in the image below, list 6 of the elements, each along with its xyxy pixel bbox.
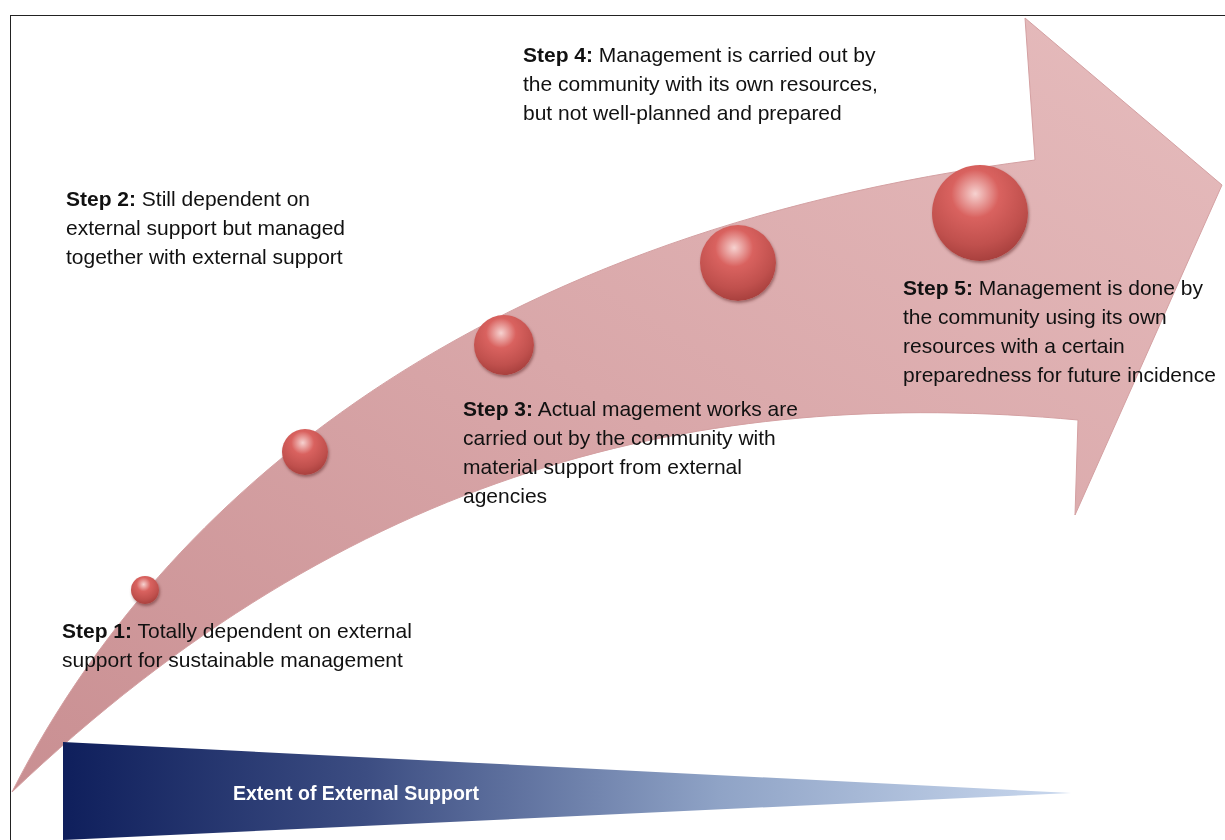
bar-label: Extent of External Support [233, 782, 479, 805]
step-description: Step 3: Actual magement works are carried out by the community with material support from external agencies [463, 396, 799, 509]
step-description: Step 5: Management is done by the community using its own resources with a certain preparedness for future incidence [903, 275, 1217, 388]
step-description: Step 2: Still dependent on external support but managed together with external support [66, 186, 347, 270]
step-description: Step 4: Management is carried out by the community with its own resources, but not well-planned and prepared [523, 42, 879, 126]
sphere-marker [131, 576, 159, 604]
